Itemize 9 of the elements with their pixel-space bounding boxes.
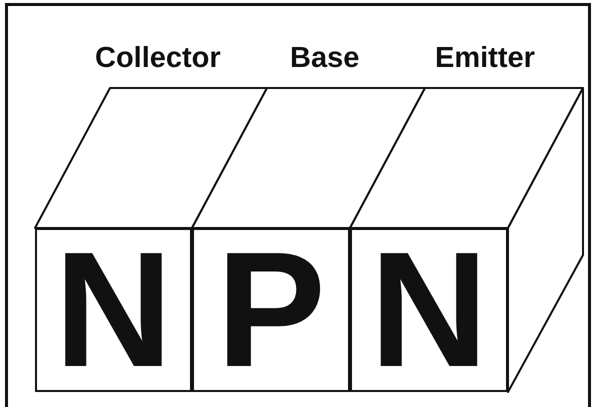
block-letter: N: [370, 228, 488, 392]
block-face: [192, 228, 350, 392]
column-heading: Base: [290, 41, 360, 76]
column-heading: Emitter: [435, 41, 535, 76]
block-face: [35, 228, 192, 392]
column-heading: Collector: [95, 41, 221, 76]
block-letter: P: [216, 228, 326, 392]
block-face: [350, 228, 508, 392]
block-letter: N: [54, 228, 173, 392]
